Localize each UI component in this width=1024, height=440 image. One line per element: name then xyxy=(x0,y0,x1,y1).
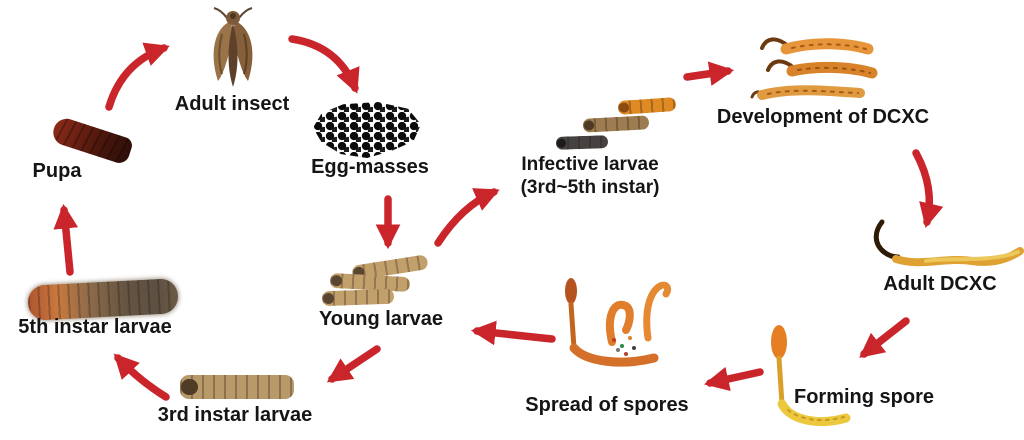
forming-spore-image xyxy=(771,325,851,426)
arrow-young-larvae-to-3rd-instar xyxy=(326,345,381,383)
arrow-development-dcxc-to-adult-dcxc xyxy=(912,149,944,229)
adult-insect-moth-image xyxy=(213,7,253,87)
adult-dcxc-label: Adult DCXC xyxy=(883,273,997,295)
spread-of-spores-image xyxy=(565,278,672,367)
arrow-young-larvae-to-infective-larvae xyxy=(434,188,500,247)
development-dcxc-image xyxy=(750,37,878,100)
arrow-pupa-to-adult-insect xyxy=(105,42,170,111)
arrow-infective-larvae-to-development-dcxc xyxy=(683,61,735,86)
arrow-adult-insect-to-egg-masses xyxy=(288,35,360,94)
forming-spore-label: Forming spore xyxy=(793,386,935,408)
pupa-label: Pupa xyxy=(32,160,82,182)
infective-larvae-image xyxy=(552,94,682,154)
infective-larva-orange xyxy=(617,96,677,116)
infective-larva-dark xyxy=(555,135,609,150)
adult-dcxc-image xyxy=(873,219,1024,267)
young-larvae-image xyxy=(321,254,440,310)
infective-larvae-label-line1: Infective larvae xyxy=(521,154,659,175)
spread-of-spores-label: Spread of spores xyxy=(525,394,689,416)
third-instar-larva-image xyxy=(180,375,294,399)
arrow-spread-of-spores-to-young-larvae xyxy=(470,320,556,346)
spore-dots xyxy=(612,336,636,356)
fifth-instar-label: 5th instar larvae xyxy=(18,316,172,338)
infective-larvae-label: Infective larvae (3rd~5th instar) xyxy=(521,153,660,199)
arrow-forming-spore-to-spread-of-spores xyxy=(703,366,764,392)
arrow-5th-instar-to-pupa xyxy=(53,203,79,276)
arrow-adult-dcxc-to-forming-spore xyxy=(859,317,910,358)
arrow-3rd-instar-to-5th-instar xyxy=(113,353,170,401)
development-dcxc-label: Development of DCXC xyxy=(716,106,930,128)
young-larva xyxy=(321,288,395,307)
young-larvae-label: Young larvae xyxy=(318,308,444,330)
infective-larva-brown xyxy=(582,115,650,133)
egg-masses-label: Egg-masses xyxy=(311,156,429,178)
larva-head xyxy=(181,378,198,396)
third-instar-label: 3rd instar larvae xyxy=(157,404,313,426)
infective-larvae-label-line2: (3rd~5th instar) xyxy=(520,177,660,198)
adult-insect-label: Adult insect xyxy=(174,93,290,115)
